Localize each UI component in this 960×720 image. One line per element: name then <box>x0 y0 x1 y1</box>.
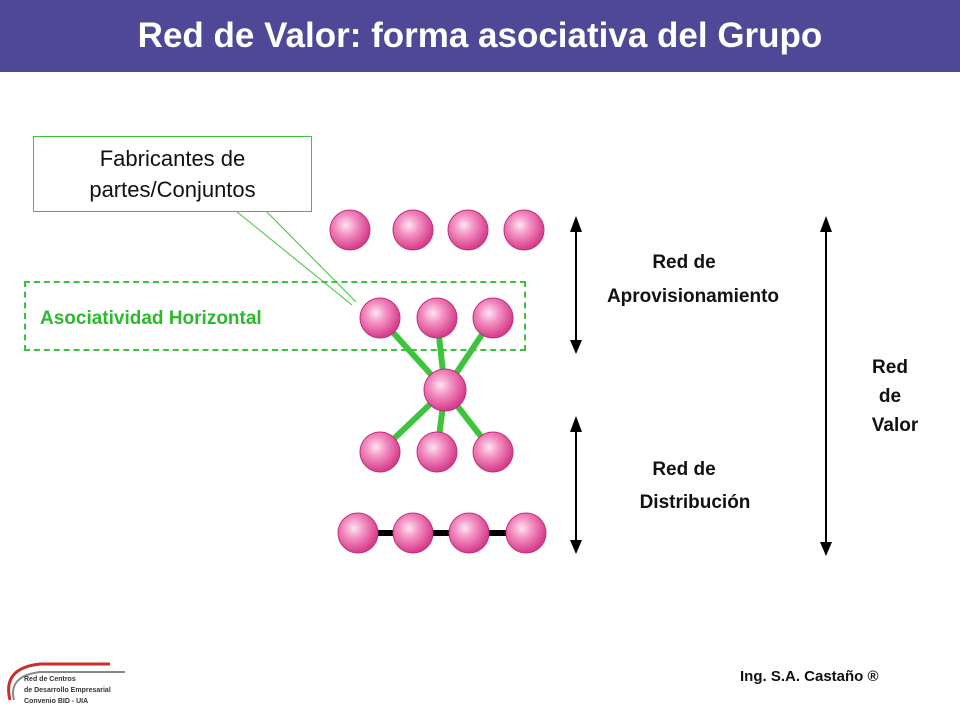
network-node <box>392 209 434 251</box>
network-node <box>392 512 434 554</box>
distribucion-label-line1: Red de <box>652 459 716 480</box>
callout-line: partes/Conjuntos <box>89 177 256 202</box>
logo-text: Convenio BID - UIA <box>24 698 89 705</box>
network-node <box>416 297 458 339</box>
callout-box <box>33 136 312 212</box>
network-node <box>329 209 371 251</box>
callout-pointer <box>235 210 353 306</box>
network-node <box>472 431 514 473</box>
aprovisionamiento-arrow <box>570 216 582 354</box>
logo-text: de Desarrollo Empresarial <box>24 687 111 694</box>
network-node <box>447 209 489 251</box>
distribucion-arrow <box>570 416 582 554</box>
network-node <box>359 431 401 473</box>
network-node <box>359 297 401 339</box>
arrow-head-up <box>820 216 832 232</box>
aprovisionamiento-label-line2: Aprovisionamiento <box>606 286 780 307</box>
network-node <box>472 297 514 339</box>
aprovisionamiento-label-line1: Red de <box>652 252 716 273</box>
page-title: Red de Valor: forma asociativa del Grupo <box>137 16 823 55</box>
arrow-head-up <box>570 216 582 232</box>
chain-row-bottom <box>337 512 547 554</box>
valor-label-line3: Valor <box>871 415 919 436</box>
arrow-head-up <box>570 416 582 432</box>
callout-pointer <box>265 210 357 303</box>
callout-line: Fabricantes de <box>99 146 246 171</box>
horizontal-row <box>359 297 514 339</box>
logo-mark <box>7 662 125 701</box>
author-credit: Ing. S.A. Castaño ® <box>740 668 879 685</box>
valor-label-line2: de <box>878 386 902 407</box>
arrow-head-down <box>570 340 582 354</box>
callout-text: Fabricantes de partes/Conjuntos <box>33 143 312 205</box>
valor-label-line1: Red <box>872 357 908 378</box>
network-node <box>416 431 458 473</box>
valor-arrow <box>820 216 832 556</box>
network-node <box>505 512 547 554</box>
horizontal-group-label: Asociatividad Horizontal <box>40 308 262 329</box>
hub-node <box>423 368 467 412</box>
distribucion-label-line2: Distribución <box>639 492 751 513</box>
network-node <box>448 512 490 554</box>
arrow-head-down <box>820 542 832 556</box>
logo-text: Red de Centros <box>24 676 76 683</box>
title-bar <box>0 0 960 72</box>
network-node <box>337 512 379 554</box>
distribution-row <box>359 431 514 473</box>
horizontal-group-box <box>24 281 526 351</box>
network-node <box>503 209 545 251</box>
arrow-head-down <box>570 540 582 554</box>
supplier-row-top <box>329 209 545 251</box>
